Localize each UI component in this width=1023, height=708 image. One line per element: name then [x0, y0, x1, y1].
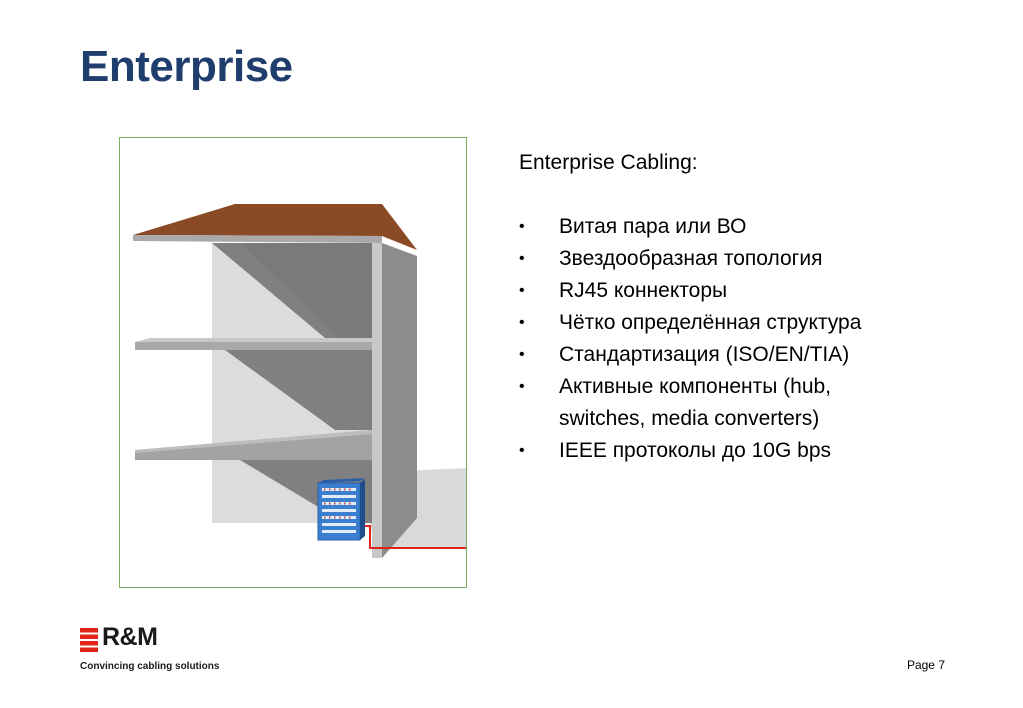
slide-title: Enterprise: [80, 42, 293, 91]
content-text: Enterprise Cabling: • Витая пара или ВО •…: [519, 147, 979, 467]
list-item: • Чётко определённая структура: [519, 307, 979, 339]
list-item: • Стандартизация (ISO/EN/TIA): [519, 339, 979, 371]
rack-icon: [317, 478, 365, 541]
bullet-icon: •: [519, 282, 525, 299]
cabling-heading: Enterprise Cabling:: [519, 151, 698, 174]
company-logo: R&M Convincing cabling solutions: [80, 623, 260, 676]
list-item: • RJ45 коннекторы: [519, 275, 979, 307]
building-cabling-icon: [133, 204, 466, 558]
list-item: • Звездообразная топология: [519, 243, 979, 275]
list-item: • Витая пара или ВО: [519, 211, 979, 243]
list-item-text: Чётко определённая структура: [559, 311, 862, 334]
page-number: Page 7: [906, 658, 945, 672]
bullet-icon: •: [519, 250, 525, 267]
list-item-text: Звездообразная топология: [559, 247, 823, 270]
bullet-icon: •: [519, 378, 525, 395]
list-item-text: RJ45 коннекторы: [559, 279, 728, 302]
list-item: • IEEE протоколы до 10G bps: [519, 435, 979, 467]
bullet-icon: •: [519, 314, 525, 331]
brand-name: R&M: [102, 623, 158, 651]
list-item-text: Стандартизация (ISO/EN/TIA): [559, 343, 850, 366]
list-item-text: Витая пара или ВО: [559, 215, 747, 238]
bullet-icon: •: [519, 346, 525, 363]
bullet-icon: •: [519, 218, 525, 235]
list-item-text: Активные компоненты (hub, switches, medi…: [559, 375, 832, 430]
rm-stripes-icon: [80, 628, 98, 652]
building-illustration: [119, 137, 467, 588]
list-item: • Активные компоненты (hub, switches, med…: [519, 371, 979, 435]
feature-list: • Витая пара или ВО • Звездообразная топол…: [519, 211, 979, 467]
brand-tagline: Convincing cabling solutions: [80, 661, 220, 672]
bullet-icon: •: [519, 442, 525, 459]
list-item-text: IEEE протоколы до 10G bps: [559, 439, 831, 462]
